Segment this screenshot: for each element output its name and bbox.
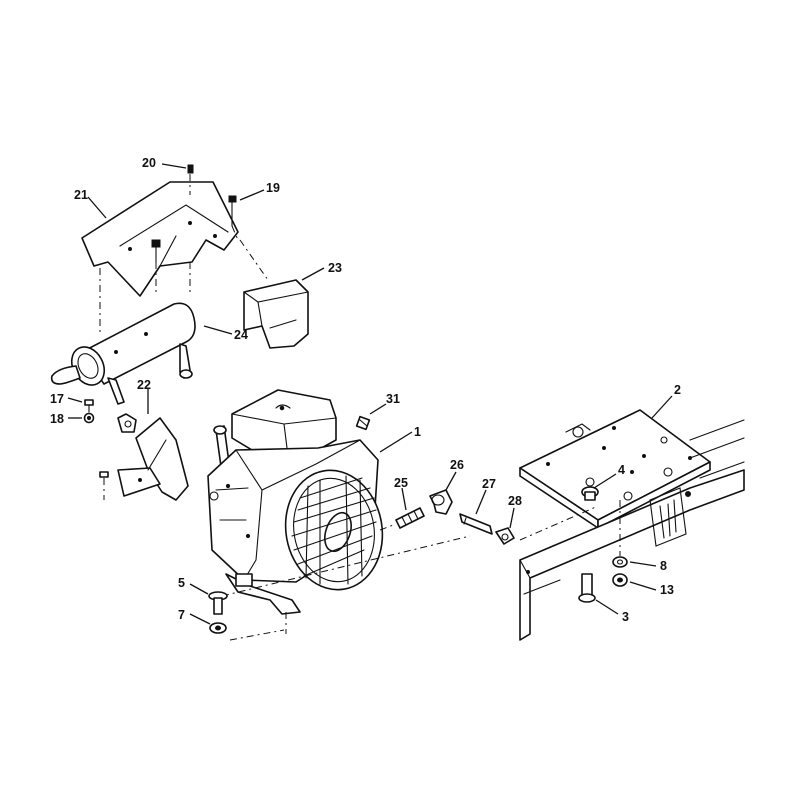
callout-19: 19: [266, 181, 280, 195]
callout-3: 3: [622, 610, 629, 624]
callout-20: 20: [142, 156, 156, 170]
callout-17: 17: [50, 392, 64, 406]
bolt-part-17: [84, 399, 94, 413]
leader-lines: [67, 163, 673, 625]
muffler-guard-part-23: [243, 279, 309, 349]
nut-part-13: [612, 573, 628, 587]
callout-7: 7: [178, 608, 185, 622]
callout-2: 2: [674, 383, 681, 397]
cap-part-28: [495, 527, 515, 545]
callout-21: 21: [74, 188, 88, 202]
shield-screw: [151, 239, 161, 296]
screw-part-20: [187, 164, 194, 195]
callout-labels: 20 19 21 23 24 17 18 22 31 1 26 25 27 28…: [50, 156, 681, 624]
engine-part-1: [207, 389, 384, 615]
hose-part-27: [459, 513, 493, 535]
bolt-part-3: [578, 573, 596, 603]
callout-22: 22: [137, 378, 151, 392]
nipple-part-25: [395, 507, 425, 529]
callout-25: 25: [394, 476, 408, 490]
callout-31: 31: [386, 392, 400, 406]
bolt-part-5: [208, 591, 228, 615]
heat-shield-part-21: [81, 181, 239, 297]
callout-5: 5: [178, 576, 185, 590]
tractor-frame: [519, 419, 745, 641]
washer-part-7: [209, 622, 227, 634]
callout-13: 13: [660, 583, 674, 597]
isolator-part-4: [581, 486, 599, 501]
muffler-bracket: [117, 413, 137, 433]
callout-23: 23: [328, 261, 342, 275]
callout-8: 8: [660, 559, 667, 573]
callout-27: 27: [482, 477, 496, 491]
shroud-part-22: [117, 417, 189, 501]
mount-plate-part-2: [519, 409, 711, 529]
callout-18: 18: [50, 412, 64, 426]
callout-4: 4: [618, 463, 625, 477]
screw-small: [99, 471, 109, 500]
fitting-part-31: [355, 415, 371, 431]
screw-part-19: [228, 195, 239, 241]
callout-26: 26: [450, 458, 464, 472]
muffler-part-24: [50, 302, 196, 405]
elbow-part-26: [429, 489, 453, 515]
callout-28: 28: [508, 494, 522, 508]
washer-part-8: [612, 556, 628, 568]
callout-24: 24: [234, 328, 248, 342]
callout-1: 1: [414, 425, 421, 439]
nut-part-18: [83, 412, 95, 424]
